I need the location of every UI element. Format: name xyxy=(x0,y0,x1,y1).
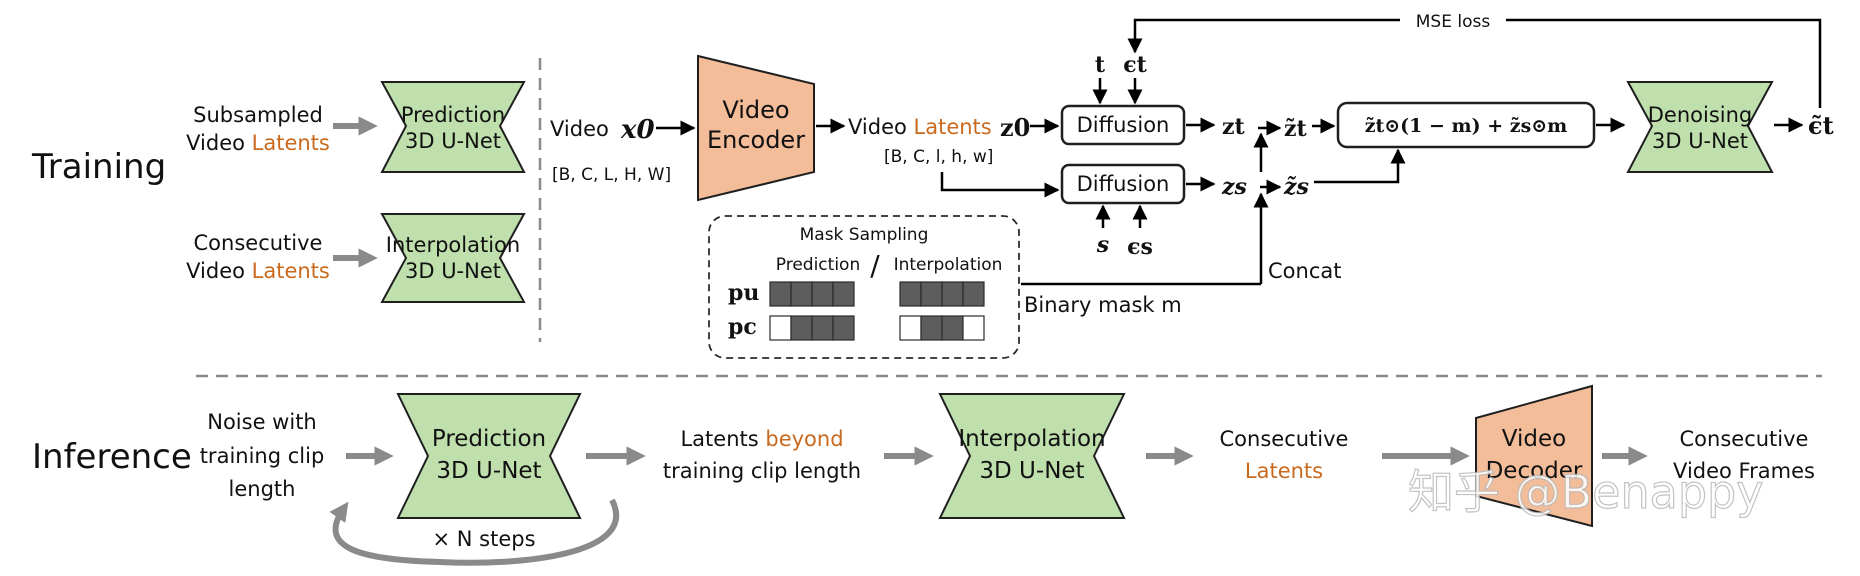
video-input-label: Video xyxy=(550,117,609,141)
inference-interpolation-unet-line2: 3D U-Net xyxy=(979,458,1084,484)
beyond-label-line2: training clip length xyxy=(663,459,861,483)
video-encoder: Video Encoder xyxy=(697,54,815,202)
training-interpolation-unet: Interpolation 3D U-Net xyxy=(380,213,526,303)
beyond-label-line1: Latents beyond xyxy=(680,427,843,451)
video-decoder-line2: Decoder xyxy=(1486,458,1583,484)
s-symbol: s xyxy=(1096,232,1109,258)
inference-prediction-unet-line2: 3D U-Net xyxy=(436,458,541,484)
pu-interpolation-cell xyxy=(920,281,943,307)
video-encoder-line1: Video xyxy=(722,96,789,124)
arrow-z0-to-diffusion-s xyxy=(940,172,1060,198)
binary-mask-label: Binary mask m xyxy=(1024,293,1182,317)
mask-prediction-label: Prediction xyxy=(776,255,860,275)
consecutive-latents-line1: Consecutive xyxy=(1220,427,1349,451)
pc-interpolation-cell xyxy=(941,315,964,341)
video-decoder: Video Decoder xyxy=(1475,384,1593,528)
training-prediction-unet-line2: 3D U-Net xyxy=(405,129,501,153)
noise-label-line3: length xyxy=(229,477,296,501)
video-encoder-line2: Encoder xyxy=(707,126,805,154)
mask-slash: / xyxy=(870,249,880,282)
n-steps-loop-arrow xyxy=(329,498,620,566)
diffusion-box-s-label: Diffusion xyxy=(1077,172,1170,196)
pc-prediction-cell xyxy=(769,315,792,341)
pu-interpolation-cell xyxy=(962,281,985,307)
pu-interpolation-cell xyxy=(899,281,922,307)
consecutive-latents-line2: Latents xyxy=(1245,459,1323,483)
diffusion-box-s: Diffusion xyxy=(1060,163,1186,205)
diffusion-box-t-label: Diffusion xyxy=(1077,113,1170,137)
pu-label: pu xyxy=(728,280,759,306)
mask-interpolation-label: Interpolation xyxy=(894,255,1003,275)
zt-tilde-symbol: z̃t xyxy=(1284,116,1307,142)
training-prediction-unet-line1: Prediction xyxy=(401,103,505,127)
denoising-unet: Denoising 3D U-Net xyxy=(1626,81,1774,173)
consecutive-label-line2: Video Latents xyxy=(186,259,330,283)
diffusion-box-t: Diffusion xyxy=(1060,104,1186,146)
latents-label: Video Latents xyxy=(848,115,992,139)
inference-section-label: Inference xyxy=(32,437,192,477)
video-input-dims: [B, C, L, H, W] xyxy=(552,165,671,185)
pc-interpolation-cell xyxy=(920,315,943,341)
noise-label-line1: Noise with xyxy=(207,410,316,434)
inference-interpolation-unet: Interpolation 3D U-Net xyxy=(938,393,1126,519)
pc-prediction-cell xyxy=(790,315,813,341)
latents-dims: [B, C, l, h, w] xyxy=(884,147,993,167)
video-input-var: x0 xyxy=(620,115,655,145)
concat-label: Concat xyxy=(1268,259,1341,283)
inference-prediction-unet: Prediction 3D U-Net xyxy=(396,393,582,519)
denoising-unet-line1: Denoising xyxy=(1648,103,1753,127)
eps-s-symbol: ϵs xyxy=(1127,234,1153,260)
noise-label-line2: training clip xyxy=(200,444,325,468)
training-prediction-unet: Prediction 3D U-Net xyxy=(380,81,526,173)
consecutive-label-line1: Consecutive xyxy=(194,231,323,255)
mask-sampling-panel: Mask Sampling Prediction / Interpolation… xyxy=(708,215,1020,359)
zt-symbol: zt xyxy=(1222,114,1245,140)
pu-prediction-cell xyxy=(832,281,855,307)
subsampled-label-line1: Subsampled xyxy=(193,103,323,127)
pu-interpolation-cell xyxy=(941,281,964,307)
pc-label: pc xyxy=(728,314,757,340)
watermark: 知乎 @Benappy xyxy=(1408,465,1763,519)
masked-combination-box: z̃t⊙(1 − m) + z̃s⊙m xyxy=(1336,101,1596,149)
training-interpolation-unet-line1: Interpolation xyxy=(386,233,520,257)
eps-tilde-output: ϵ̃t xyxy=(1808,111,1834,140)
mask-sampling-title: Mask Sampling xyxy=(800,225,929,245)
training-interpolation-unet-line2: 3D U-Net xyxy=(405,259,501,283)
arrow-zs-tilde-to-combine xyxy=(1314,148,1406,184)
training-section-label: Training xyxy=(31,147,166,187)
pc-interpolation-cell xyxy=(962,315,985,341)
subsampled-label-line2: Video Latents xyxy=(186,131,330,155)
n-steps-label: × N steps xyxy=(432,527,535,551)
pc-prediction-cell xyxy=(811,315,834,341)
mask-grid xyxy=(769,281,985,341)
eps-t-symbol: ϵt xyxy=(1123,52,1147,78)
zs-symbol: zs xyxy=(1221,174,1247,200)
frames-label-line2: Video Frames xyxy=(1673,459,1815,483)
mse-loss-line-left xyxy=(1127,18,1400,54)
video-decoder-line1: Video xyxy=(1502,426,1566,452)
pu-prediction-cell xyxy=(790,281,813,307)
frames-label-line1: Consecutive xyxy=(1680,427,1809,451)
inference-prediction-unet-line1: Prediction xyxy=(432,426,546,452)
mse-loss-line-right xyxy=(1506,18,1822,108)
latents-var: z0 xyxy=(1000,113,1030,142)
pu-prediction-cell xyxy=(811,281,834,307)
zs-tilde-symbol: z̃s xyxy=(1283,174,1309,200)
pc-interpolation-cell xyxy=(899,315,922,341)
pc-prediction-cell xyxy=(832,315,855,341)
t-symbol: t xyxy=(1095,52,1106,78)
masked-combination-formula: z̃t⊙(1 − m) + z̃s⊙m xyxy=(1365,115,1568,137)
inference-interpolation-unet-line1: Interpolation xyxy=(958,426,1105,452)
pu-prediction-cell xyxy=(769,281,792,307)
mse-loss-label: MSE loss xyxy=(1416,12,1491,32)
denoising-unet-line2: 3D U-Net xyxy=(1652,129,1748,153)
